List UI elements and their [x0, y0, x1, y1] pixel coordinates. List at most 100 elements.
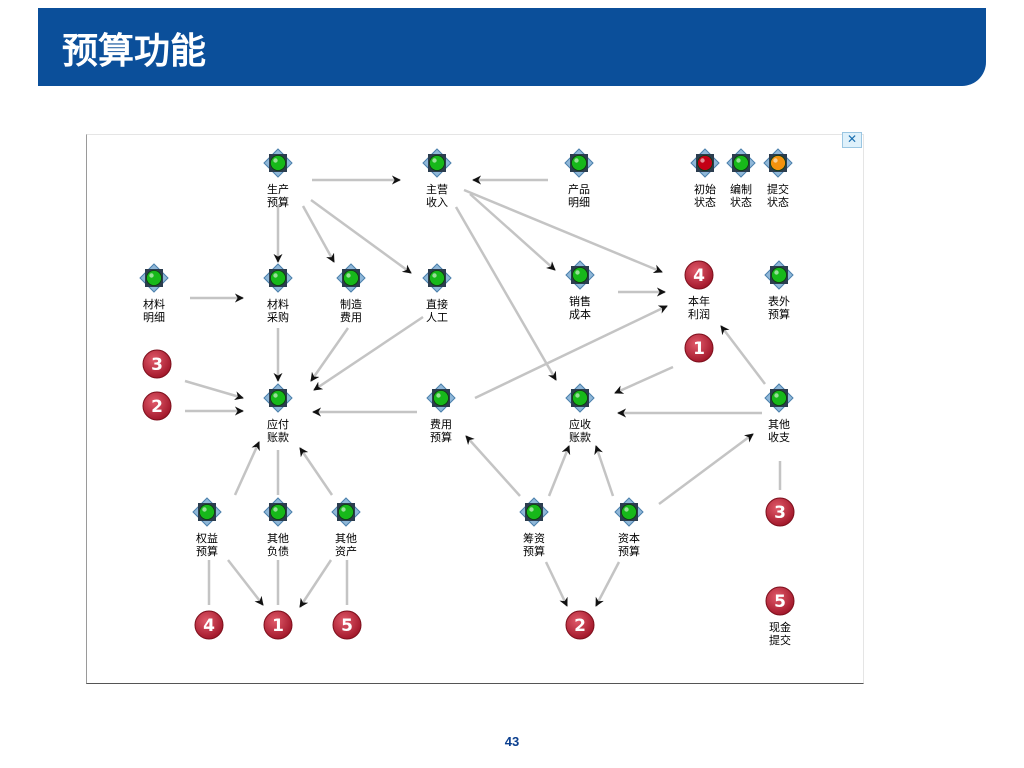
badge-b3_left[interactable]: 3	[142, 349, 172, 379]
badge-b1_lirun[interactable]: 1	[684, 333, 714, 363]
node-label: 初始	[694, 182, 716, 196]
number-badge-icon	[194, 610, 224, 640]
node-label: 制造	[340, 297, 362, 311]
node-label: 状态	[730, 195, 752, 209]
edge-arrow	[594, 445, 615, 497]
node-label: 材料	[267, 297, 289, 311]
badge-number: 4	[693, 266, 705, 286]
edge-arrow	[454, 206, 558, 381]
node-label: 产品	[568, 182, 590, 196]
node-label: 账款	[267, 430, 289, 444]
status-green-icon	[422, 263, 452, 293]
status-green-icon	[263, 383, 293, 413]
status-green-icon	[192, 497, 222, 527]
status-green-icon	[336, 263, 366, 293]
badge-b2_left[interactable]: 2	[142, 391, 172, 421]
badge-b2_bottom[interactable]: 2	[565, 610, 595, 640]
close-button[interactable]: ✕	[842, 132, 862, 148]
node-label: 材料	[143, 297, 165, 311]
edge-arrow	[465, 435, 521, 497]
node-label: 收支	[768, 430, 790, 444]
node-label: 利润	[688, 307, 710, 321]
badge-b3_right[interactable]: 3	[765, 497, 795, 527]
node-label: 预算	[196, 544, 218, 558]
node-label: 采购	[267, 310, 289, 324]
node-label: 预算	[523, 544, 545, 558]
number-badge-icon	[684, 333, 714, 363]
status-green-icon	[614, 497, 644, 527]
node-label: 其他	[267, 532, 289, 545]
badge-number: 5	[341, 616, 353, 636]
badge-number: 2	[151, 397, 163, 417]
node-label: 筹资	[523, 531, 545, 545]
edge-arrow	[313, 315, 424, 392]
edge-arrow	[298, 559, 333, 608]
badge-b5_bottom[interactable]: 5	[332, 610, 362, 640]
node-label: 应收	[569, 417, 591, 431]
node-label: 主营	[426, 182, 448, 196]
number-badge-icon	[263, 610, 293, 640]
badge-number: 5	[774, 592, 786, 612]
badge-number: 1	[693, 339, 705, 359]
edge-arrow	[227, 559, 264, 606]
node-label: 编制	[730, 182, 752, 196]
status-green-icon	[565, 260, 595, 290]
node-label: 预算	[768, 307, 790, 321]
node-label: 其他	[768, 418, 790, 431]
node-label: 收入	[426, 195, 448, 209]
status-green-icon	[519, 497, 549, 527]
number-badge-icon	[142, 391, 172, 421]
node-label: 本年	[688, 294, 710, 308]
edge-arrow	[298, 447, 334, 496]
status-red-icon	[690, 148, 720, 178]
node-label: 费用	[340, 311, 362, 324]
edge-arrow	[310, 198, 412, 275]
badge-number: 3	[151, 355, 163, 375]
node-label: 其他	[335, 532, 357, 545]
edge-arrow	[594, 561, 621, 607]
status-green-icon	[764, 260, 794, 290]
badge-b4_bottom[interactable]: 4	[194, 610, 224, 640]
number-badge-icon	[142, 349, 172, 379]
node-label: 现金	[769, 620, 791, 634]
status-green-icon	[565, 383, 595, 413]
edges	[184, 175, 782, 608]
badge-b1_bottom[interactable]: 1	[263, 610, 293, 640]
node-label: 明细	[568, 196, 590, 209]
node-label: 预算	[618, 544, 640, 558]
edge-arrow	[614, 365, 674, 395]
node-label: 提交	[769, 633, 791, 647]
badge-number: 1	[272, 616, 284, 636]
status-green-icon	[764, 383, 794, 413]
node-label: 预算	[267, 195, 289, 209]
nodes: 生产预算主营收入产品明细初始状态编制状态提交状态材料明细材料采购制造费用直接人工…	[139, 148, 794, 558]
node-label: 销售	[569, 294, 591, 308]
edge-arrow	[547, 445, 571, 497]
status-orange-icon	[763, 148, 793, 178]
slide-title: 预算功能	[62, 31, 207, 72]
